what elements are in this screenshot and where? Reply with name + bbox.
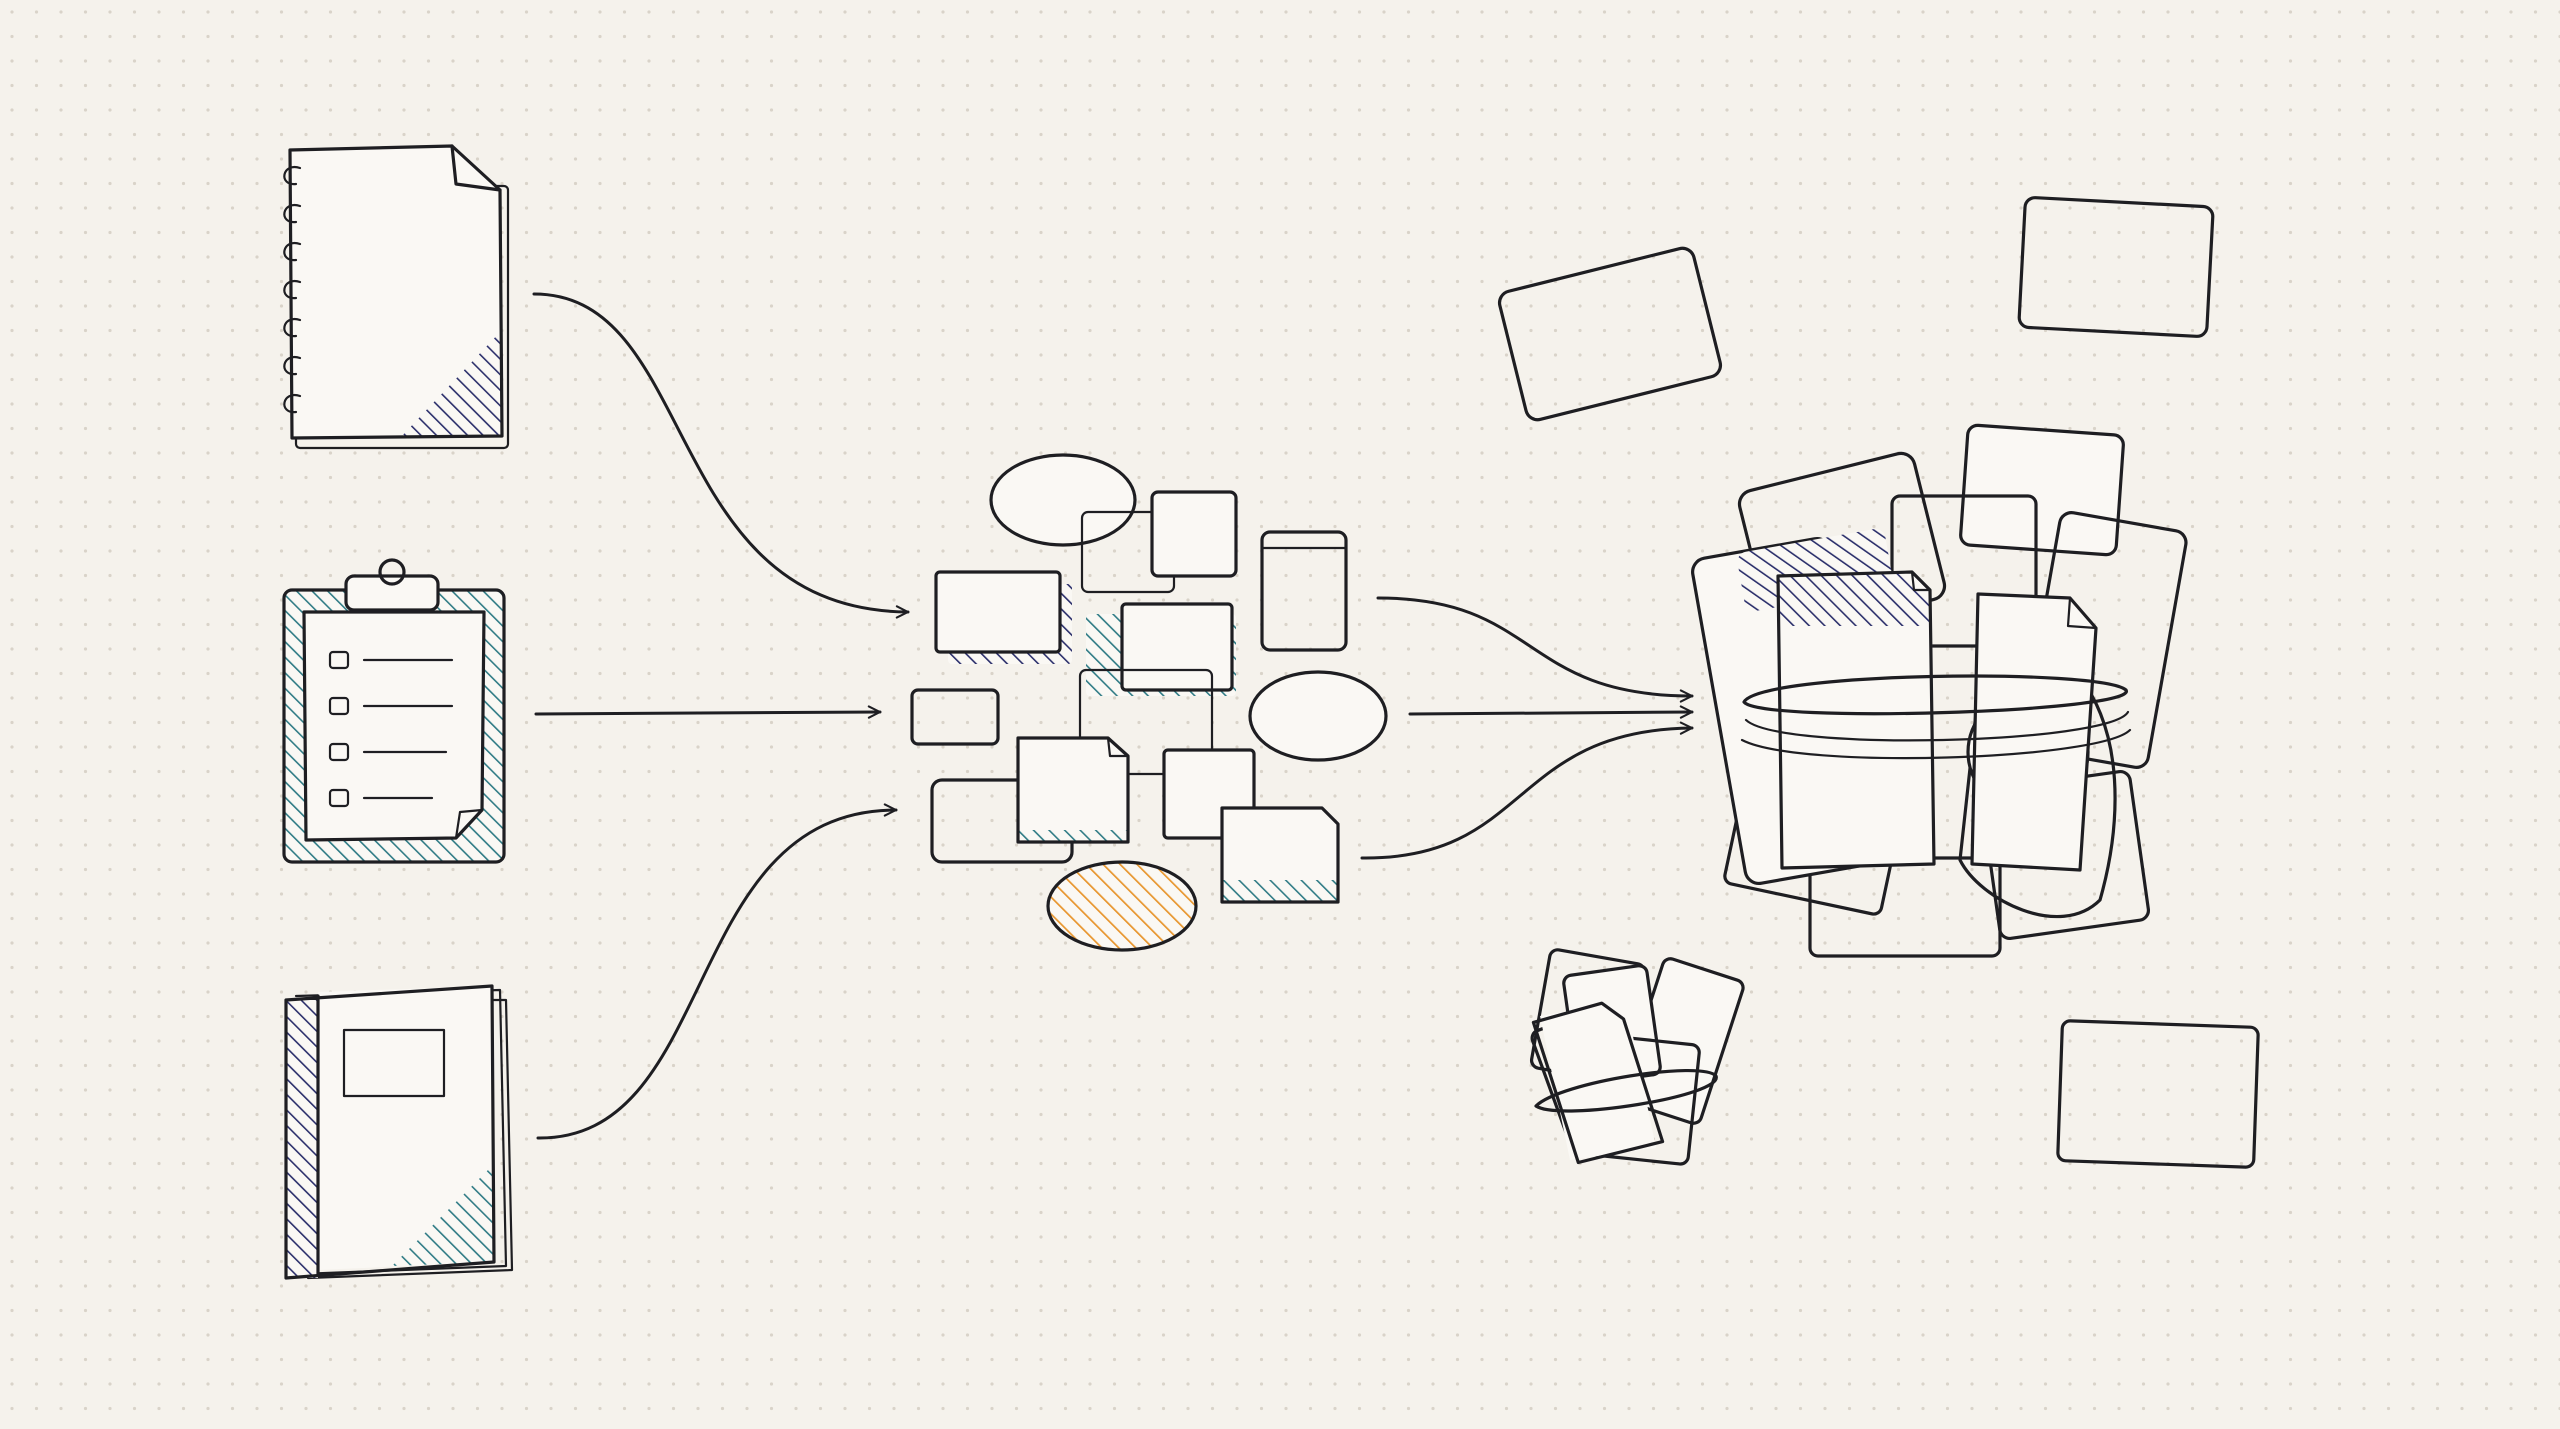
clipboard-checklist-icon: [282, 558, 506, 864]
connector-pieces-to-bundle-upper: [1376, 596, 1694, 703]
piece-card: [1078, 668, 1214, 776]
bundle-top-page: [1776, 570, 1936, 870]
connector-clipboard-to-pieces: [534, 705, 882, 719]
tied-bundle-icon: [1691, 423, 2188, 958]
connector-booklet-to-pieces: [536, 803, 898, 1140]
dog-eared-page: [1220, 806, 1340, 904]
dog-eared-page: [1016, 736, 1130, 844]
piece-card: [1260, 530, 1348, 652]
spiral-notebook-icon: [283, 144, 510, 450]
piece-ellipse-orange: [1048, 862, 1196, 950]
scattered-pieces-cluster: [910, 453, 1388, 952]
piece-ellipse: [991, 455, 1135, 545]
input-connectors: [532, 292, 910, 1140]
piece-card: [1150, 490, 1238, 578]
connector-pieces-to-bundle-middle: [1408, 705, 1694, 719]
checklist-rows: [328, 650, 454, 808]
piece-note: [910, 688, 1000, 746]
spiral-binding: [283, 165, 302, 414]
output-connectors: [1360, 596, 1694, 860]
floating-card-orange: [2056, 1019, 2260, 1169]
bundle-side-page: [1970, 592, 2098, 872]
piece-card: [934, 570, 1072, 664]
small-tied-bundle-icon: [1529, 948, 1745, 1166]
piece-ellipse: [1250, 672, 1386, 760]
stacked-booklet-icon: [284, 984, 514, 1280]
bundle-string: [1740, 674, 2132, 760]
floating-card-orange: [1497, 246, 1723, 422]
floating-card-orange: [2017, 196, 2215, 338]
piece-card: [1086, 602, 1236, 696]
connector-pieces-to-bundle-lower: [1360, 721, 1694, 860]
connector-notebook-to-pieces: [532, 292, 910, 619]
